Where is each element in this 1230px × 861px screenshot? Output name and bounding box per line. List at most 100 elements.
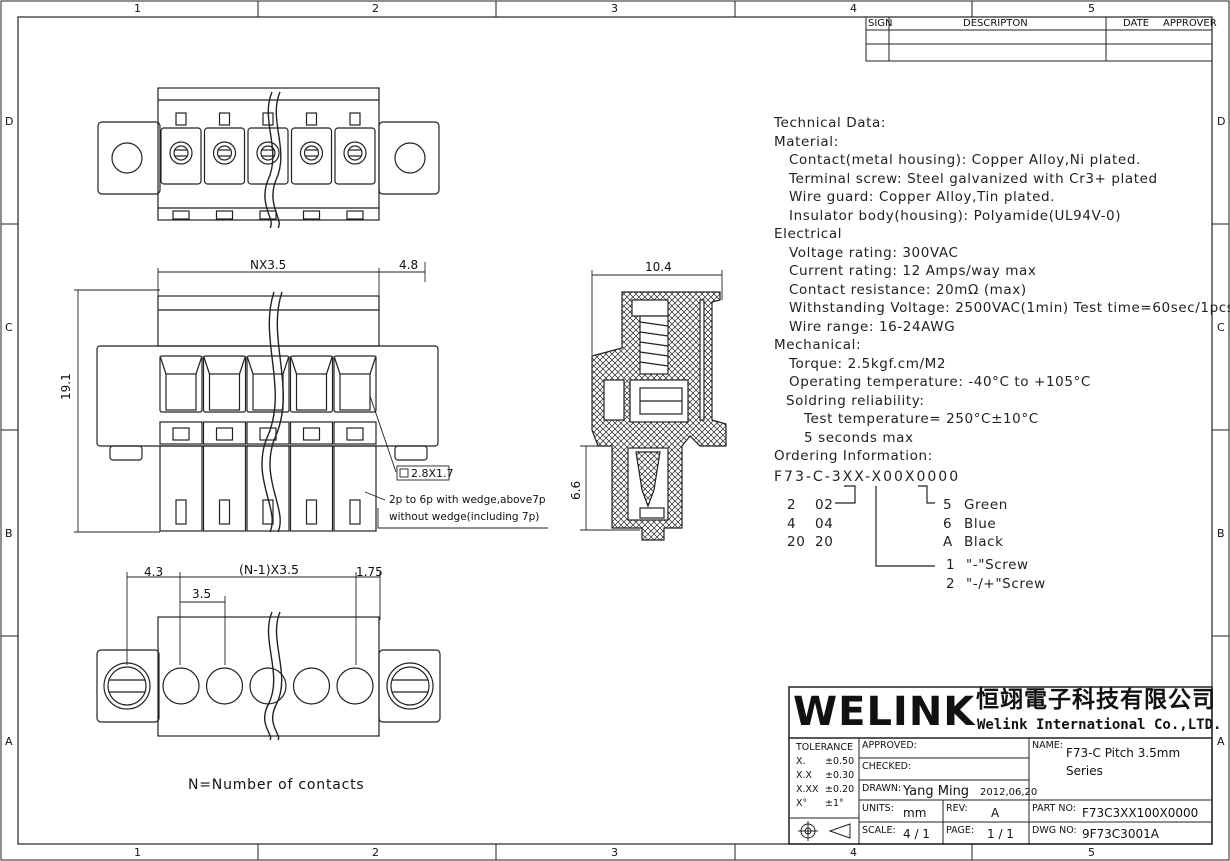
screw-slot-ring xyxy=(303,145,320,161)
zone-bottom-5: 5 xyxy=(1088,846,1095,859)
front-screw-window xyxy=(333,421,377,445)
tech-line: Current rating: 12 Amps/way max xyxy=(789,263,1037,279)
tech-line: Insulator body(housing): Polyamide(UL94V… xyxy=(789,207,1122,224)
part-no-label: PART NO: xyxy=(1032,803,1076,814)
top-contact-tab xyxy=(218,112,231,126)
title-block xyxy=(788,686,1213,845)
zone-top-5: 5 xyxy=(1088,2,1095,15)
front-wire-entry xyxy=(289,355,334,413)
brand-logo: WELINK xyxy=(793,689,976,735)
dim-side-height: 6.6 xyxy=(569,480,583,500)
color-code: A xyxy=(943,534,953,550)
dim-bottom-right: 1.75 xyxy=(356,565,383,579)
company-name-en: Welink International Co.,LTD. xyxy=(977,717,1222,733)
page-label: PAGE: xyxy=(946,825,975,836)
zone-left-b: B xyxy=(5,527,13,540)
screw-code: 1 xyxy=(946,557,956,573)
top-contact-tab xyxy=(175,112,187,126)
note-wedge-line1: 2p to 6p with wedge,above7p xyxy=(389,494,546,506)
front-wire-entry xyxy=(202,355,247,413)
approved-label: APPROVED: xyxy=(862,740,917,751)
name-line2: Series xyxy=(1066,764,1103,778)
bottom-screw-hole xyxy=(205,667,244,705)
tech-line: 5 seconds max xyxy=(804,429,914,446)
break-lines xyxy=(261,91,284,741)
tech-line: Operating temperature: -40°C to +105°C xyxy=(789,374,1091,390)
screw-slot-ring xyxy=(173,145,189,161)
pin-count: 20 xyxy=(787,534,806,550)
zone-bottom-3: 3 xyxy=(611,846,618,859)
rev-approver-header: APPROVER xyxy=(1163,18,1217,29)
dim-bottom-pitch: 3.5 xyxy=(192,587,212,601)
ordering-connectors xyxy=(835,485,935,567)
screw-slot-ring xyxy=(216,145,233,161)
tech-line: Withstanding Voltage: 2500VAC(1min) Test… xyxy=(789,300,1230,316)
tech-line: Test temperature= 250°C±10°C xyxy=(804,411,1039,427)
front-pin-body xyxy=(289,445,334,532)
tolerance-value: ±0.30 xyxy=(825,770,855,781)
zone-top-1: 1 xyxy=(134,2,141,15)
tech-line: Mechanical: xyxy=(774,337,862,353)
screw-head xyxy=(299,141,324,165)
color-code: 5 xyxy=(943,497,953,513)
zone-right-c: C xyxy=(1217,321,1225,334)
front-screw-window xyxy=(159,421,203,445)
dim-pin-size: 2.8X1.7 xyxy=(411,467,454,480)
front-pin-body xyxy=(333,445,377,532)
dim-bottom-left: 4.3 xyxy=(144,565,164,579)
screw-slot-ring xyxy=(260,145,276,161)
zone-bottom-1: 1 xyxy=(134,846,141,859)
tech-line: Ordering Information: xyxy=(774,448,933,464)
zone-top-2: 2 xyxy=(372,2,379,15)
front-pin xyxy=(349,499,361,525)
top-contact-tab xyxy=(305,112,318,126)
tolerance-precision: X.XX xyxy=(796,784,819,795)
top-contact-cell xyxy=(160,127,202,185)
tolerance-precision: X.X xyxy=(796,770,813,781)
screw-type: "-"Screw xyxy=(966,557,1029,573)
side-section-view xyxy=(591,291,727,541)
zone-left-a: A xyxy=(5,735,13,748)
screw-head xyxy=(212,141,237,165)
color-name: Blue xyxy=(964,515,997,532)
bottom-screw-hole xyxy=(162,667,200,705)
tolerance-value: ±0.50 xyxy=(825,756,855,767)
dwg-no-value: 9F73C3001A xyxy=(1082,827,1159,841)
bottom-screw-hole xyxy=(249,667,287,705)
projection-symbol xyxy=(798,821,851,841)
tech-line: Torque: 2.5kgf.cm/M2 xyxy=(789,355,947,372)
pin-count: 2 xyxy=(787,497,797,513)
drawn-date: 2012,06,20 xyxy=(980,787,1038,798)
name-line1: F73-C Pitch 3.5mm xyxy=(1066,746,1181,760)
tech-line: Contact resistance: 20mΩ (max) xyxy=(789,281,1027,298)
front-wire-entry xyxy=(159,355,203,413)
pin-count: 4 xyxy=(787,515,797,532)
top-contact-cell xyxy=(247,127,289,185)
dimension-lines xyxy=(74,262,723,665)
front-pin-body xyxy=(202,445,247,532)
tech-line: Terminal screw: Steel galvanized with Cr… xyxy=(789,170,1158,187)
note-wedge-line2: without wedge(including 7p) xyxy=(389,511,540,523)
screw-slot-ring xyxy=(347,145,363,161)
screw-head xyxy=(343,141,367,165)
ordering-code: F73-C-3XX-X00X0000 xyxy=(774,469,961,485)
tech-line: Material: xyxy=(774,133,839,150)
dim-bottom-span: (N-1)X3.5 xyxy=(239,562,300,577)
front-pin-body xyxy=(246,445,290,532)
rev-value: A xyxy=(991,806,1000,820)
top-contact-cell xyxy=(290,127,333,185)
tech-line: Electrical xyxy=(774,226,843,242)
tech-line: Wire guard: Copper Alloy,Tin plated. xyxy=(789,189,1056,205)
tech-line: Contact(metal housing): Copper Alloy,Ni … xyxy=(789,152,1141,168)
zone-right-b: B xyxy=(1217,527,1225,540)
tolerance-label: TOLERANCE xyxy=(796,742,854,753)
tech-line: Wire range: 16-24AWG xyxy=(789,318,956,335)
zone-right-a: A xyxy=(1217,735,1225,748)
company-name-cn: 恒翊電子科技有限公司 xyxy=(976,687,1216,713)
scale-label: SCALE: xyxy=(862,825,896,836)
front-pin xyxy=(305,499,318,525)
zone-top-4: 4 xyxy=(850,2,857,15)
top-contact-tab xyxy=(349,112,361,126)
dim-top-offset: 4.8 xyxy=(399,258,419,272)
